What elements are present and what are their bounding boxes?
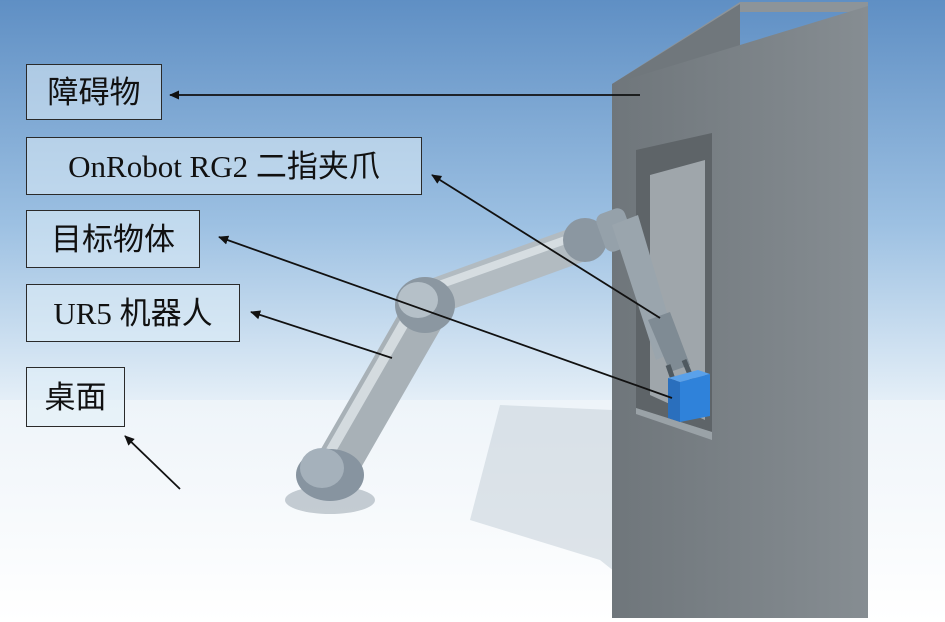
- label-target: 目标物体: [26, 210, 200, 268]
- arrow-robot: [250, 310, 393, 359]
- label-obstacle: 障碍物: [26, 64, 162, 120]
- label-table: 桌面: [26, 367, 125, 427]
- target-box-front: [668, 378, 680, 422]
- ur5-robot: [296, 208, 697, 501]
- obstacle-wall: [612, 2, 868, 618]
- robot-lower-link: [318, 290, 447, 482]
- wall-top-face: [612, 2, 868, 84]
- target-object: [668, 370, 710, 422]
- robot-lower-link-highlight: [325, 301, 419, 457]
- wall-shadow: [470, 405, 650, 600]
- gripper-body: [648, 312, 690, 372]
- robot-elbow-cap: [398, 282, 438, 318]
- label-gripper: OnRobot RG2 二指夹爪: [26, 137, 422, 195]
- robot-upper-link-highlight: [421, 229, 589, 294]
- target-box-top: [668, 370, 710, 382]
- robot-upper-link: [407, 224, 603, 318]
- wall-opening-ledge: [636, 408, 712, 440]
- target-box-side: [680, 374, 710, 422]
- label-robot: UR5 机器人: [26, 284, 240, 342]
- arrow-table: [124, 435, 181, 490]
- arrow-target: [218, 235, 673, 399]
- robot-wrist-joint-1: [563, 218, 607, 262]
- arrow-gripper: [431, 174, 661, 319]
- robot-base-cap: [300, 448, 344, 488]
